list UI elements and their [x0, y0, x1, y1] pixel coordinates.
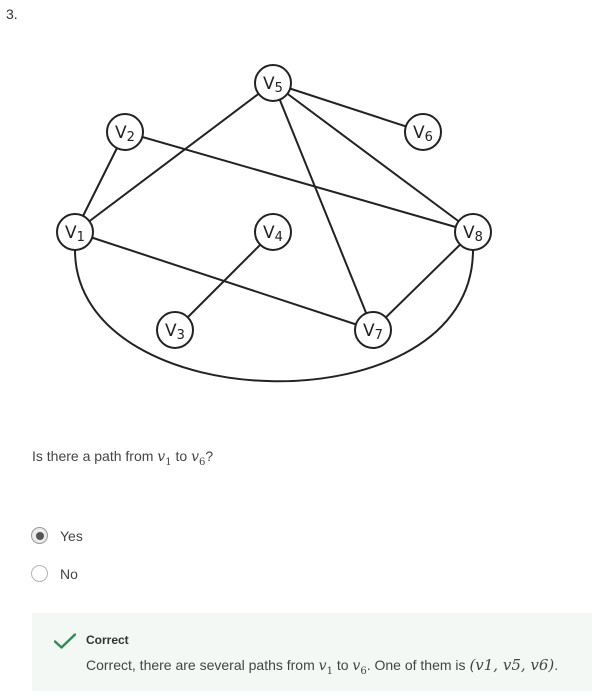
- question-text: Is there a path from v1 to v6?: [32, 448, 213, 468]
- node-v3: V3: [156, 311, 194, 349]
- edge-v2-v8: [124, 131, 474, 233]
- option-yes[interactable]: Yes: [31, 527, 83, 544]
- node-v8-label: V8: [463, 223, 483, 245]
- question-prefix: Is there a path from: [32, 448, 158, 464]
- node-v1: V1: [56, 213, 94, 251]
- edge-v5-v7: [272, 82, 374, 331]
- edge-v1-v5: [74, 82, 274, 233]
- edge-v5-v8: [272, 82, 474, 233]
- feedback-text: Correct, there are several paths from v1…: [86, 656, 559, 677]
- node-v5-label: V5: [263, 74, 283, 96]
- feedback-path: (v1, v5, v6): [469, 656, 555, 674]
- edge-v1-v8: [74, 249, 474, 383]
- node-v2-label: V2: [115, 123, 135, 145]
- question-suffix: ?: [205, 448, 214, 464]
- edge-v3-v4: [174, 231, 274, 331]
- edge-v7-v8: [372, 231, 474, 331]
- question-number: 3.: [6, 6, 18, 22]
- node-v7: V7: [354, 311, 392, 349]
- question-middle: to: [171, 448, 192, 464]
- feedback-to-vertex: v6: [352, 658, 367, 677]
- graph-edges: [74, 82, 474, 383]
- node-v7-label: V7: [363, 321, 383, 343]
- feedback-from-vertex: v1: [318, 658, 333, 677]
- node-v4-label: V4: [263, 223, 283, 245]
- option-no-label: No: [60, 565, 78, 582]
- question-to-vertex: v6: [191, 449, 206, 468]
- feedback-panel: Correct Correct, there are several paths…: [32, 613, 592, 691]
- node-v1-label: V1: [65, 223, 85, 245]
- node-v5: V5: [254, 64, 292, 102]
- node-v6-label: V6: [413, 123, 433, 145]
- node-v3-label: V3: [165, 321, 185, 343]
- edge-v5-v6: [272, 82, 424, 133]
- feedback-title: Correct: [86, 633, 129, 647]
- radio-yes[interactable]: [31, 527, 48, 544]
- radio-no[interactable]: [31, 565, 48, 582]
- node-v8: V8: [454, 213, 492, 251]
- option-no[interactable]: No: [31, 565, 78, 582]
- question-from-vertex: v1: [157, 449, 172, 468]
- node-v4: V4: [254, 213, 292, 251]
- check-icon: [54, 633, 76, 649]
- node-v2: V2: [106, 113, 144, 151]
- option-yes-label: Yes: [60, 527, 83, 544]
- node-v6: V6: [404, 113, 442, 151]
